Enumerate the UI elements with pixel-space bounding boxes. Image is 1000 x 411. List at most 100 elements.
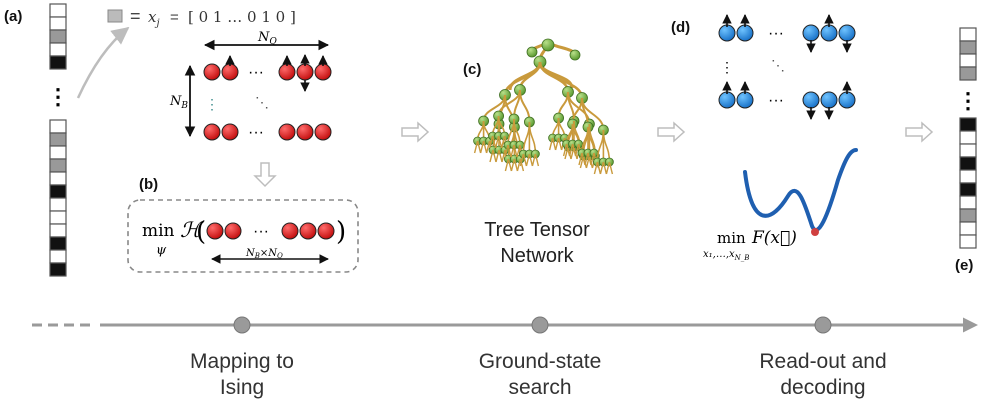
- ttn-physical-leg: [522, 153, 528, 167]
- ttn-physical-leg: [525, 153, 531, 167]
- spin: [278, 123, 296, 141]
- ttn-bond: [596, 129, 605, 163]
- ttn-physical-leg: [590, 152, 595, 166]
- ttn-physical-leg: [568, 143, 574, 157]
- stage-readout-line2: decoding: [780, 376, 866, 399]
- ttn-physical-leg: [479, 140, 485, 154]
- stage-mapping-line2: Ising: [219, 376, 265, 399]
- ttn-caption-line2: Network: [500, 245, 574, 267]
- ttn-bond: [538, 61, 584, 99]
- ttn-physical-leg: [500, 135, 506, 149]
- flow-arrow-1: [401, 121, 430, 143]
- curved-mapping-arrow: [76, 26, 130, 99]
- encoding-vector: [ 0 1 … 0 1 0 ]: [188, 8, 296, 26]
- tree-tensor-network: [473, 38, 614, 175]
- ttn-physical-leg: [489, 149, 494, 163]
- flow-arrow-3: [905, 121, 934, 143]
- ttn-physical-leg: [507, 144, 512, 158]
- ttn-physical-leg: [494, 135, 500, 149]
- ttn-physical-leg: [531, 153, 537, 167]
- minimum-marker: [811, 228, 819, 236]
- timeline-node-mapping: [233, 316, 251, 334]
- spin: [314, 63, 332, 81]
- ttn-physical-leg: [516, 158, 522, 172]
- nb-label: NB: [169, 94, 188, 111]
- ttn-physical-leg: [534, 153, 540, 167]
- equals-sign: =: [130, 6, 141, 26]
- ttn-physical-leg: [482, 140, 488, 154]
- timeline-node-readout: [814, 316, 832, 334]
- stage-readout-line1: Read-out and: [759, 350, 887, 373]
- strip-vdots: ⋮: [47, 84, 69, 109]
- box-hdots: ···: [253, 223, 269, 240]
- readout-objective: F(x⃗): [751, 228, 797, 248]
- ttn-physical-leg: [578, 152, 583, 166]
- stage-label-readout: Read-out and decoding: [728, 349, 918, 401]
- size-label: NB×NQ: [245, 248, 283, 260]
- stage-search-line1: Ground-state: [478, 350, 602, 373]
- ttn-physical-leg: [473, 140, 479, 154]
- ttn-physical-leg: [551, 137, 557, 151]
- input-bit-strip-bottom: [49, 119, 67, 277]
- ttn-physical-leg: [510, 158, 516, 172]
- panel-label-a: (a): [4, 8, 23, 25]
- stage-label-mapping: Mapping to Ising: [147, 349, 337, 401]
- panel-label-b: (b): [139, 176, 159, 193]
- ttn-physical-leg: [492, 149, 497, 163]
- spin: [203, 63, 221, 81]
- ttn-physical-leg: [593, 161, 599, 175]
- ttn-physical-leg: [574, 143, 580, 157]
- grid-hdots-bottom: ···: [248, 124, 264, 141]
- nq-label: NQ: [257, 30, 277, 47]
- ttn-physical-leg: [513, 158, 519, 172]
- ttn-physical-leg: [485, 140, 491, 154]
- ttn-physical-leg: [596, 161, 602, 175]
- spin: [296, 63, 314, 81]
- panel-label-e: (e): [955, 257, 974, 274]
- ttn-physical-leg: [516, 144, 521, 158]
- red-spin-grid: [203, 54, 332, 141]
- encoding-lhs: xj: [148, 8, 160, 29]
- bit-cell: [107, 9, 123, 23]
- min-psi: ψ: [156, 243, 167, 258]
- ttn-physical-leg: [476, 140, 482, 154]
- output-bit-strip-bottom: [959, 117, 977, 249]
- optimization-box: [127, 199, 359, 273]
- ttn-physical-leg: [510, 144, 515, 158]
- input-bit-strip-top: [49, 3, 67, 70]
- output-bit-strip-top: [959, 27, 977, 81]
- blue-hdots-top: ···: [768, 25, 784, 42]
- ttn-physical-leg: [498, 149, 503, 163]
- ttn-physical-leg: [608, 161, 614, 175]
- ttn-physical-leg: [501, 149, 506, 163]
- ttn-physical-leg: [491, 135, 497, 149]
- blue-spin-grid: [718, 14, 856, 120]
- spin: [296, 123, 314, 141]
- readout-min-sub: x₁,…,xN_B: [703, 249, 749, 262]
- spin: [278, 63, 296, 81]
- paren-open: (: [196, 217, 206, 247]
- ttn-physical-leg: [548, 137, 554, 151]
- paren-close: ): [336, 217, 346, 247]
- ttn-caption: Tree Tensor Network: [447, 217, 627, 269]
- ttn-physical-leg: [513, 144, 518, 158]
- ttn-physical-leg: [497, 135, 503, 149]
- panel-label-c: (c): [463, 61, 482, 78]
- ttn-bond: [602, 129, 611, 163]
- ttn-physical-leg: [587, 152, 592, 166]
- spin: [221, 123, 239, 141]
- ttn-bond: [528, 121, 537, 155]
- blue-ddots: ⋱: [771, 57, 785, 73]
- ttn-bond: [522, 121, 531, 155]
- ttn-physical-leg: [554, 137, 560, 151]
- ttn-physical-leg: [599, 161, 605, 175]
- flow-arrow-2: [657, 121, 686, 143]
- stage-search-line2: search: [508, 376, 572, 399]
- ttn-physical-leg: [519, 153, 525, 167]
- ttn-physical-leg: [565, 143, 571, 157]
- grid-hdots-top: ···: [248, 64, 264, 81]
- box-red-spins: [206, 222, 335, 240]
- ttn-physical-leg: [528, 153, 534, 167]
